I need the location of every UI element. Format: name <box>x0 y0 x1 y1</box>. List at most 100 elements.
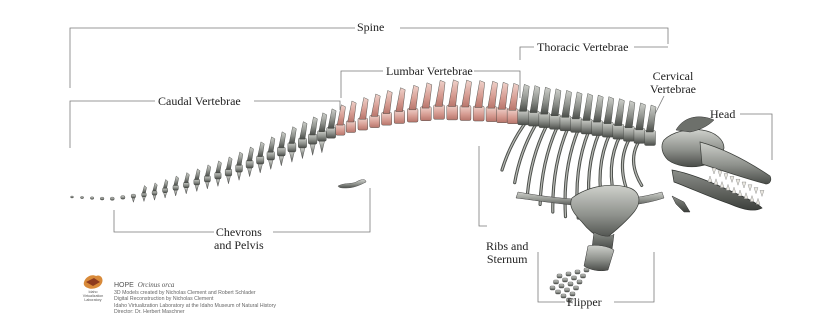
vertebra <box>327 127 336 138</box>
vertebra <box>225 169 232 176</box>
vertebra <box>267 151 275 160</box>
phalanx <box>574 286 579 290</box>
tooth <box>756 198 760 204</box>
neural-spine <box>289 127 296 144</box>
neural-spine <box>258 142 265 157</box>
neural-spine <box>562 90 572 117</box>
neural-spine <box>435 80 445 106</box>
tooth <box>732 187 736 193</box>
vertebra <box>571 117 582 132</box>
chevron <box>164 193 167 198</box>
neural-spine <box>337 105 345 125</box>
phalanx <box>557 274 562 278</box>
neural-spine <box>625 101 635 128</box>
vertebra <box>602 122 613 137</box>
phalanx <box>568 282 573 286</box>
vertebra <box>434 105 445 119</box>
chevron <box>300 148 305 159</box>
vertebra <box>645 131 656 146</box>
chevron <box>132 198 135 202</box>
spine-label: Spine <box>357 21 384 34</box>
vertebra <box>194 179 200 185</box>
ribs-sternum-label: Ribs and Sternum <box>486 240 528 266</box>
vertebra <box>518 110 529 125</box>
vertebra <box>394 110 404 123</box>
tooth <box>754 188 758 194</box>
hyoid-bone <box>672 196 690 212</box>
credits-line: Idaho Virtualization Laboratory at the I… <box>114 303 276 309</box>
flipper-label: Flipper <box>567 296 602 309</box>
chevron <box>247 168 251 177</box>
vertebra <box>173 185 178 190</box>
vertebra <box>486 107 497 122</box>
vertebra <box>110 197 114 200</box>
vertebra <box>420 107 431 121</box>
tooth <box>736 179 740 185</box>
vertebra <box>90 197 93 200</box>
neural-spine <box>509 83 519 110</box>
rib <box>540 126 557 204</box>
phalanx <box>565 288 570 292</box>
vertebra <box>407 108 418 122</box>
neural-spine <box>247 147 253 161</box>
vertebra <box>152 191 157 196</box>
chevron <box>174 190 177 196</box>
vertebra <box>592 121 603 136</box>
vertebra <box>336 124 345 135</box>
phalanx <box>556 290 561 294</box>
neural-spine <box>142 186 146 194</box>
neural-spine <box>583 93 593 120</box>
vertebra <box>308 134 317 144</box>
tooth <box>726 184 730 190</box>
tooth <box>744 193 748 199</box>
scapula <box>571 185 639 240</box>
credits-line: Director: Dr. Herbert Maschner <box>114 309 276 315</box>
phalanx <box>554 280 559 284</box>
vertebra <box>204 176 210 182</box>
chevron <box>237 172 241 180</box>
neural-spine <box>226 157 232 170</box>
chevron <box>153 195 156 200</box>
vertebra <box>370 115 380 127</box>
logo-name: Idaho Virtualization Laboratory <box>80 290 106 303</box>
neural-spine <box>498 82 508 109</box>
vertebra <box>549 114 560 129</box>
caudal-vertebrae-label: Caudal Vertebrae <box>158 95 241 108</box>
vertebra <box>71 196 74 198</box>
neural-spine <box>646 105 656 132</box>
vertebra <box>623 126 634 141</box>
neural-spine <box>371 94 380 116</box>
neural-spine <box>593 95 603 122</box>
neural-spine <box>488 81 498 108</box>
vertebra <box>121 196 125 200</box>
neural-spine <box>174 176 179 185</box>
phalanx <box>561 294 566 298</box>
tooth <box>712 168 716 174</box>
tooth <box>742 182 746 188</box>
credits-title-line: HOPE Orcinus orca <box>114 281 276 290</box>
phalanx <box>577 280 582 284</box>
vertebra <box>257 156 264 164</box>
phalanx <box>563 278 568 282</box>
skull-crest <box>676 117 714 132</box>
vertebra <box>246 160 253 168</box>
vertebra <box>288 143 296 152</box>
neural-spine <box>328 109 336 129</box>
vertebra <box>381 112 391 125</box>
phalanx <box>584 268 589 272</box>
neural-spine <box>604 97 614 124</box>
forelimb <box>584 245 614 271</box>
logo: Idaho Virtualization Laboratory <box>80 290 106 303</box>
chevron <box>206 182 210 189</box>
chevron <box>268 160 273 169</box>
neural-spine <box>572 92 582 119</box>
vertebra <box>298 138 306 148</box>
neural-spine <box>216 161 222 173</box>
vertebra <box>100 197 104 200</box>
neural-spine <box>279 132 286 148</box>
spine-bracket <box>70 28 668 88</box>
neural-spine <box>319 113 327 132</box>
neural-spine <box>163 179 168 188</box>
vertebra <box>460 106 471 121</box>
